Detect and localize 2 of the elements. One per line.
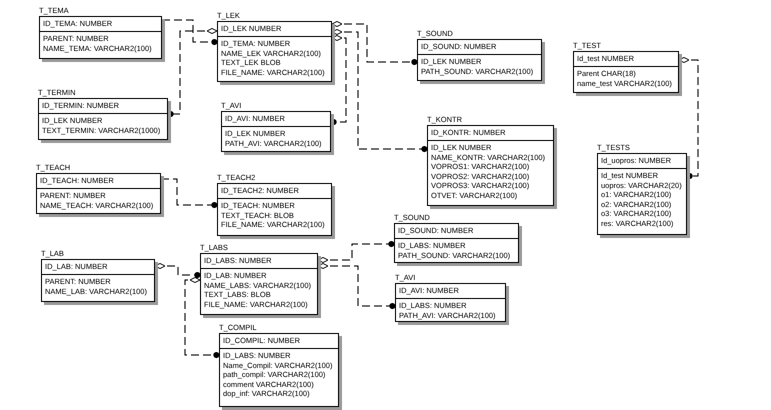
relationship-line — [184, 277, 220, 358]
relationship-line — [332, 21, 418, 66]
